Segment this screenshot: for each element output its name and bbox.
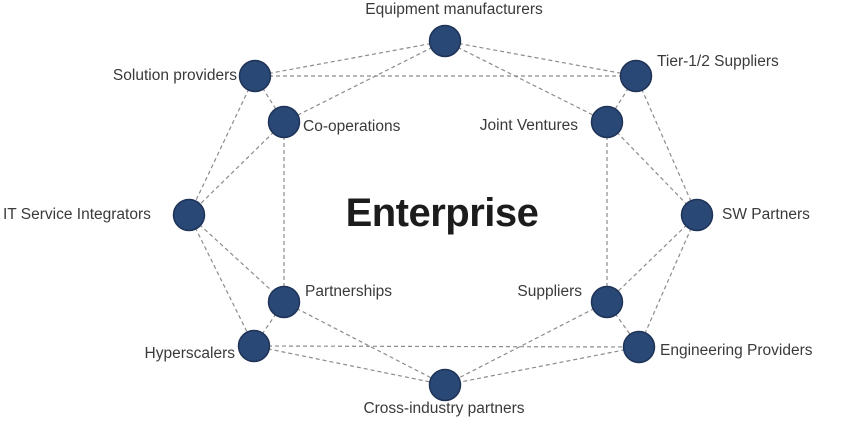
node-suppliers: [590, 285, 624, 319]
node-hyperscalers: [237, 329, 271, 363]
edge-engineering-providers--cross-industry-partners: [444, 346, 640, 386]
edge-solution-providers--it-service-integrators: [188, 75, 256, 216]
edge-solution-providers--equipment-manufacturers: [254, 40, 446, 77]
nodes-layer: [172, 24, 714, 402]
node-partnerships: [267, 285, 301, 319]
edge-hyperscalers--cross-industry-partners: [253, 345, 446, 386]
node-cross-industry-partners: [428, 368, 462, 402]
node-label-equipment-manufacturers: Equipment manufacturers: [365, 1, 543, 18]
edge-sw-partners--suppliers: [606, 214, 698, 303]
node-equipment-manufacturers: [428, 24, 462, 58]
node-label-it-service-integrators: IT Service Integrators: [3, 206, 151, 223]
node-label-sw-partners: SW Partners: [722, 206, 810, 223]
node-label-joint-ventures: Joint Ventures: [480, 117, 578, 134]
edge-co-operations--it-service-integrators: [188, 121, 285, 216]
edge-it-service-integrators--hyperscalers: [188, 214, 255, 347]
edge-equipment-manufacturers--co-operations: [283, 40, 446, 123]
node-joint-ventures: [590, 105, 624, 139]
node-label-tier-1-2-suppliers: Tier-1/2 Suppliers: [657, 53, 779, 70]
node-label-engineering-providers: Engineering Providers: [660, 342, 813, 359]
node-label-cross-industry-partners: Cross-industry partners: [363, 400, 524, 417]
edge-joint-ventures--sw-partners: [606, 121, 698, 216]
edge-tier-1-2-suppliers--sw-partners: [635, 75, 698, 216]
node-label-partnerships: Partnerships: [305, 283, 392, 300]
node-solution-providers: [238, 59, 272, 93]
edge-hyperscalers--engineering-providers: [253, 345, 640, 348]
edge-equipment-manufacturers--tier-1-2-suppliers: [444, 40, 637, 77]
node-sw-partners: [680, 198, 714, 232]
edge-sw-partners--engineering-providers: [638, 214, 698, 348]
node-label-co-operations: Co-operations: [303, 118, 401, 135]
node-label-suppliers: Suppliers: [517, 283, 582, 300]
edge-equipment-manufacturers--joint-ventures: [444, 40, 608, 123]
node-engineering-providers: [622, 330, 656, 364]
node-it-service-integrators: [172, 198, 206, 232]
edge-suppliers--cross-industry-partners: [444, 301, 608, 386]
node-label-solution-providers: Solution providers: [113, 67, 237, 84]
edge-it-service-integrators--partnerships: [188, 214, 285, 303]
node-tier-1-2-suppliers: [619, 59, 653, 93]
node-label-hyperscalers: Hyperscalers: [145, 345, 236, 362]
node-co-operations: [267, 105, 301, 139]
diagram-title: Enterprise: [346, 191, 539, 235]
edge-partnerships--cross-industry-partners: [283, 301, 446, 386]
